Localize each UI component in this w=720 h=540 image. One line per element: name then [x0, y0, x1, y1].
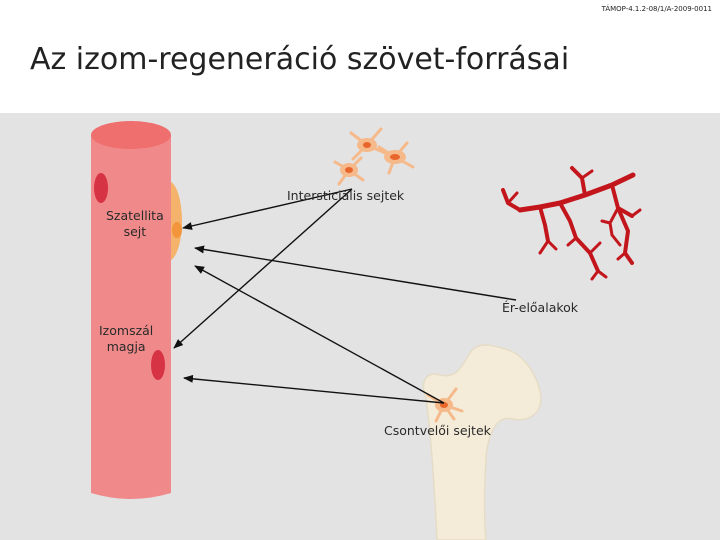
arrow-bone-to-nucleus — [183, 374, 445, 404]
slide-header: TÁMOP-4.1.2-08/1/A-2009-0011 Az izom-reg… — [0, 0, 720, 113]
arrow-interstitial-to-nucleus — [173, 188, 353, 349]
myonucleus — [151, 350, 165, 380]
label-satellite-cell: Szatellita sejt — [106, 208, 164, 239]
diagram-area: Szatellita sejt Intersticiális sejtek Ér… — [0, 113, 720, 540]
diagram-canvas — [91, 121, 642, 540]
label-myonucleus: Izomszál magja — [99, 323, 154, 354]
satellite-cell-nucleus — [172, 222, 182, 238]
label-bone-marrow-cells: Csontvelői sejtek — [384, 423, 491, 438]
arrow-bone-to-satellite — [194, 265, 445, 404]
vessel-tree — [501, 166, 642, 281]
label-vascular-progenitors: Ér-előalakok — [502, 300, 579, 315]
femur-bone — [422, 344, 542, 540]
muscle-fiber-top — [91, 121, 171, 149]
interstitial-cells — [333, 127, 415, 186]
arrow-vessel-to-satellite — [194, 245, 517, 301]
bone-marrow-cell — [426, 387, 464, 423]
arrow-interstitial-to-satellite — [182, 188, 353, 230]
label-interstitial-cells: Intersticiális sejtek — [287, 188, 405, 203]
muscle-fiber — [91, 121, 182, 499]
arrows — [173, 188, 517, 404]
project-code: TÁMOP-4.1.2-08/1/A-2009-0011 — [601, 5, 712, 13]
myonucleus — [94, 173, 108, 203]
slide-title: Az izom-regeneráció szövet-forrásai — [30, 42, 570, 77]
